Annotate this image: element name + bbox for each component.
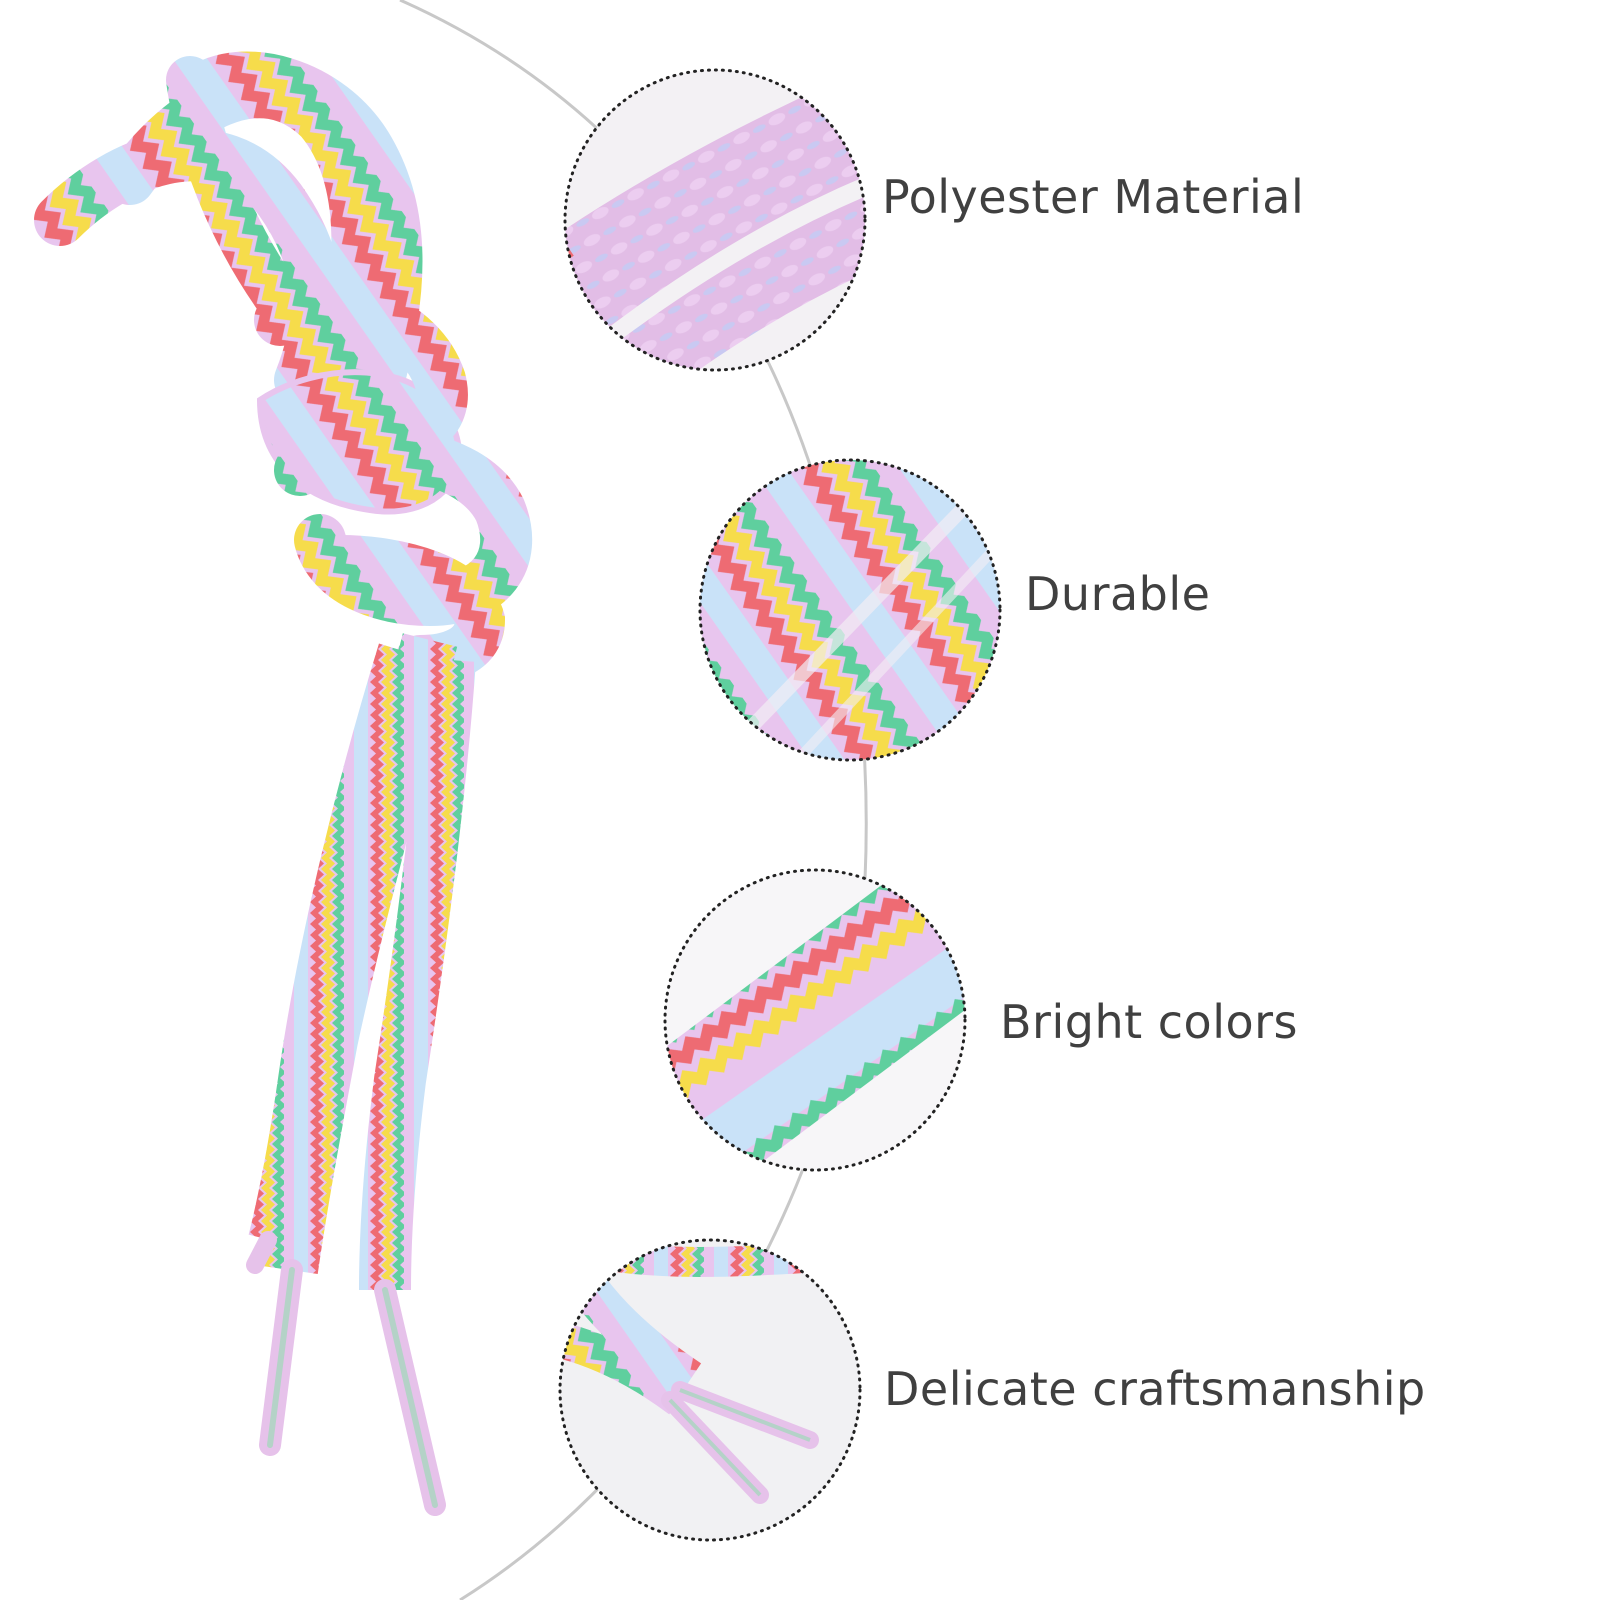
detail-circle-stripes <box>698 458 1002 762</box>
feature-label-polyester-material: Polyester Material <box>882 170 1305 224</box>
detail-circle-weave <box>563 68 867 372</box>
feature-label-durable: Durable <box>1025 567 1211 621</box>
detail-circle-flat-lace <box>663 868 967 1172</box>
shoelace-product-image <box>34 51 533 1516</box>
feature-label-delicate-craftsmanship: Delicate craftsmanship <box>884 1362 1426 1416</box>
detail-circle-aglet <box>558 1238 862 1542</box>
feature-label-bright-colors: Bright colors <box>1000 995 1298 1049</box>
